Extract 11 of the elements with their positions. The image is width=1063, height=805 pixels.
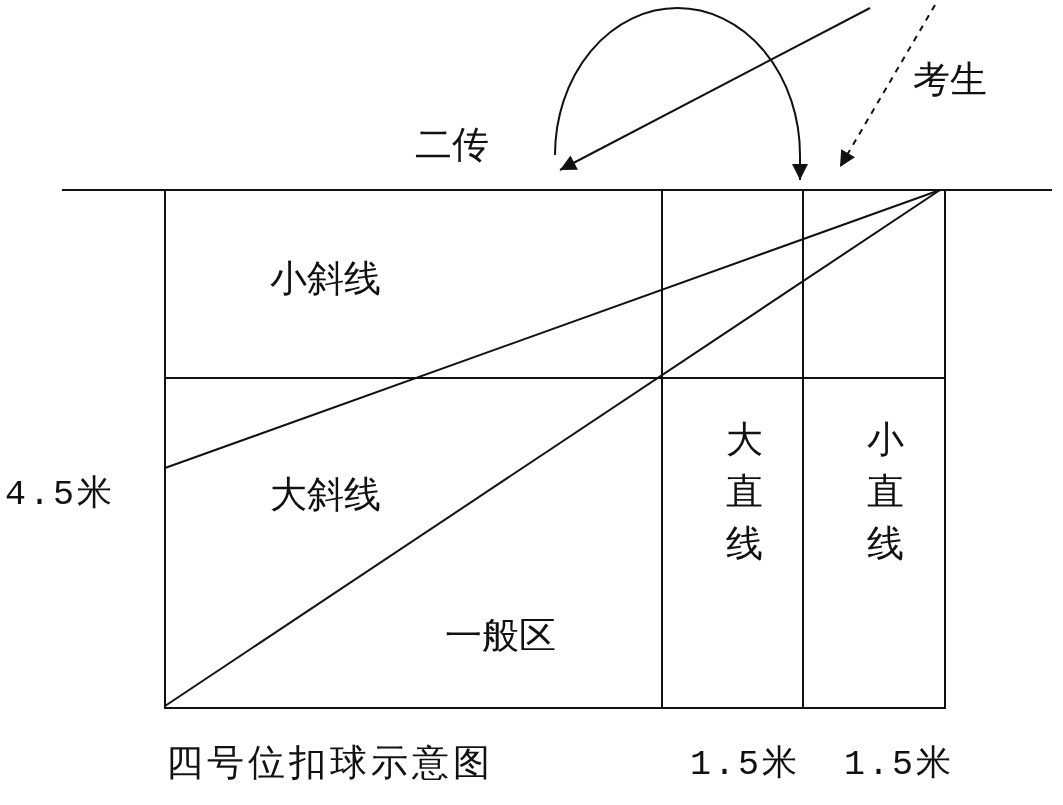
dimension-label: 1.5米 [690, 745, 800, 785]
zone-label: 小斜线 [269, 258, 381, 300]
zone-label: 大斜线 [269, 474, 381, 516]
caption: 四号位扣球示意图 [166, 742, 494, 784]
zone-label: 小直线 [866, 417, 904, 567]
zone-label: 大直线 [725, 417, 763, 567]
dimension-label: 1.5米 [844, 745, 954, 785]
zone-label: 一般区 [444, 615, 556, 657]
dimension-label: 4.5米 [5, 475, 115, 515]
player-label: 二传 [415, 124, 489, 166]
player-label: 考生 [913, 59, 987, 101]
